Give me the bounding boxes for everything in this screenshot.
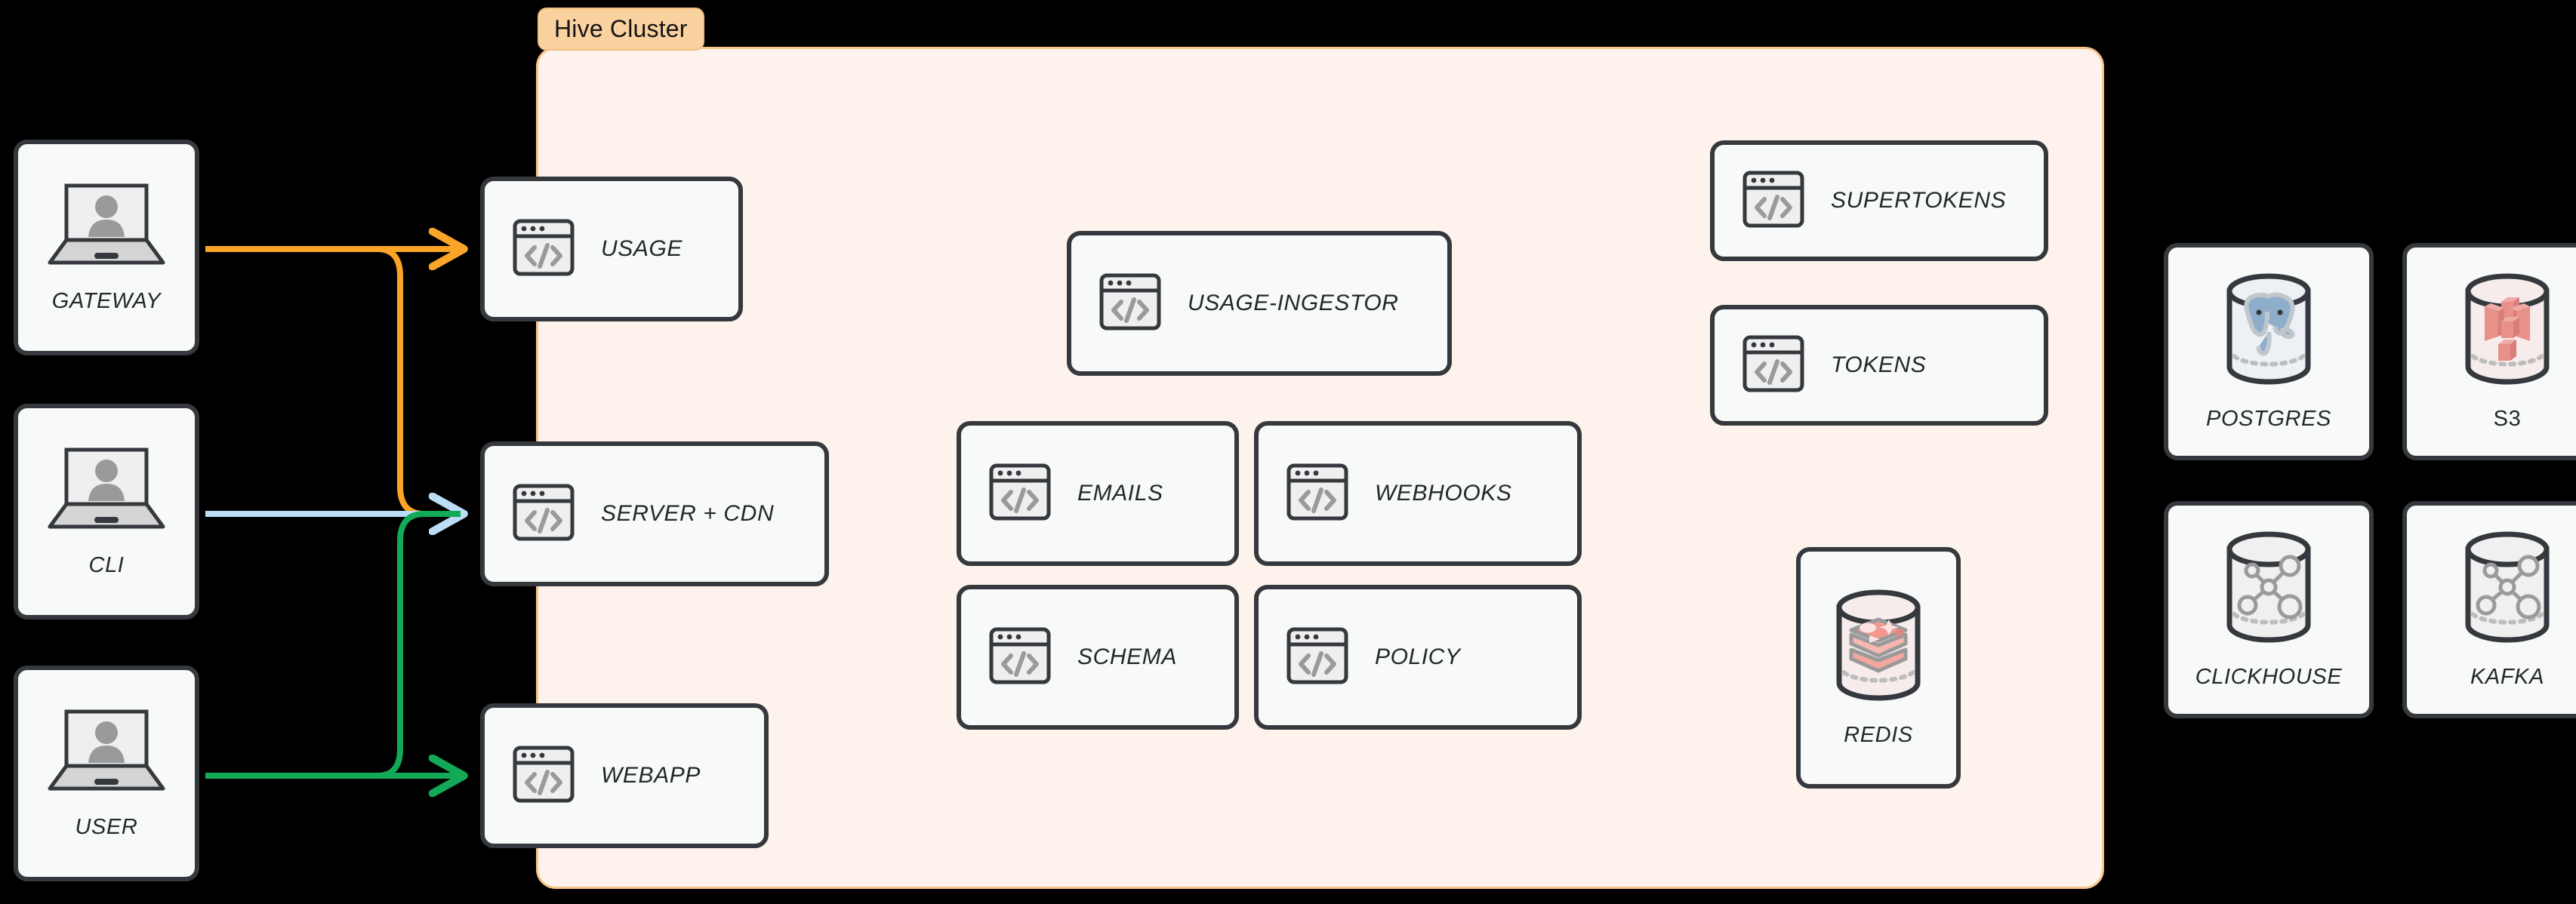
- node-label: SERVER + CDN: [601, 501, 775, 526]
- node-server-cdn[interactable]: SERVER + CDN: [480, 441, 829, 586]
- node-redis[interactable]: REDIS: [1796, 547, 1961, 789]
- node-label: USAGE: [601, 236, 683, 261]
- node-label: SCHEMA: [1077, 644, 1177, 669]
- node-label: REDIS: [1844, 723, 1913, 747]
- node-usage-ingestor[interactable]: USAGE-INGESTOR: [1067, 231, 1452, 376]
- node-label: USAGE-INGESTOR: [1188, 291, 1399, 315]
- node-schema[interactable]: SCHEMA: [957, 585, 1239, 730]
- node-label: KAFKA: [2470, 665, 2545, 689]
- laptop-user-icon: [46, 707, 167, 798]
- node-label: WEBHOOKS: [1375, 481, 1512, 506]
- code-window-icon: [1286, 626, 1349, 689]
- code-window-icon: [988, 626, 1052, 689]
- node-webapp[interactable]: WEBAPP: [480, 703, 769, 848]
- node-emails[interactable]: EMAILS: [957, 421, 1239, 566]
- postgres-database-icon: [2216, 272, 2322, 390]
- node-label: CLI: [88, 553, 125, 577]
- code-window-icon: [988, 463, 1052, 525]
- node-postgres[interactable]: POSTGRES: [2164, 243, 2374, 460]
- node-label: S3: [2493, 407, 2522, 431]
- node-label: WEBAPP: [601, 763, 701, 788]
- laptop-user-icon: [46, 181, 167, 272]
- s3-database-icon: [2454, 272, 2560, 390]
- network-database-icon: [2216, 530, 2322, 648]
- code-window-icon: [1098, 272, 1162, 335]
- node-label: POSTGRES: [2206, 407, 2331, 431]
- node-cli[interactable]: CLI: [14, 404, 199, 620]
- node-label: POLICY: [1375, 644, 1461, 669]
- node-label: CLICKHOUSE: [2195, 665, 2343, 689]
- node-webhooks[interactable]: WEBHOOKS: [1254, 421, 1582, 566]
- node-tokens[interactable]: TOKENS: [1710, 305, 2048, 426]
- node-clickhouse[interactable]: CLICKHOUSE: [2164, 501, 2374, 718]
- node-label: GATEWAY: [51, 289, 162, 313]
- network-database-icon: [2454, 530, 2560, 648]
- redis-database-icon: [1826, 588, 1931, 706]
- node-usage[interactable]: USAGE: [480, 177, 743, 321]
- node-supertokens[interactable]: SUPERTOKENS: [1710, 140, 2048, 261]
- code-window-icon: [512, 218, 575, 281]
- node-label: USER: [75, 815, 138, 839]
- connector-user-to-server-cdn: [205, 511, 461, 779]
- laptop-user-icon: [46, 445, 167, 537]
- hive-cluster-badge: Hive Cluster: [538, 8, 704, 51]
- connector-gateway-to-server-cdn: [205, 246, 461, 517]
- node-label: TOKENS: [1831, 352, 1927, 377]
- node-s3[interactable]: S3: [2402, 243, 2576, 460]
- code-window-icon: [1742, 334, 1805, 397]
- node-label: EMAILS: [1077, 481, 1163, 506]
- code-window-icon: [512, 483, 575, 546]
- code-window-icon: [1742, 170, 1805, 232]
- node-gateway[interactable]: GATEWAY: [14, 140, 199, 355]
- code-window-icon: [1286, 463, 1349, 525]
- node-policy[interactable]: POLICY: [1254, 585, 1582, 730]
- code-window-icon: [512, 745, 575, 807]
- node-label: SUPERTOKENS: [1831, 188, 2007, 213]
- node-kafka[interactable]: KAFKA: [2402, 501, 2576, 718]
- node-user[interactable]: USER: [14, 666, 199, 881]
